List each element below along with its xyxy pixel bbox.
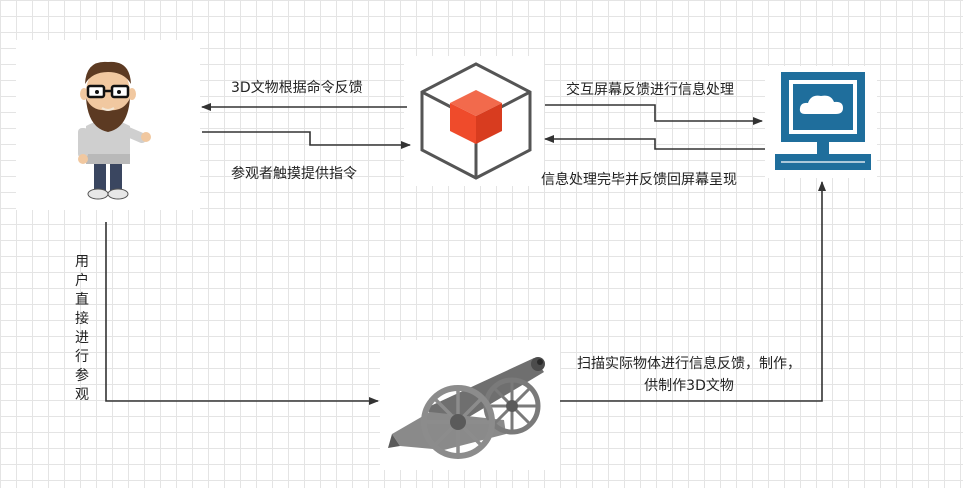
arrow-cube-to-monitor — [545, 104, 763, 125]
label-monitor-to-cube: 信息处理完毕并反馈回屏幕呈现 — [541, 172, 737, 188]
label-cannon-to-monitor: 扫描实际物体进行信息反馈，制作，供制作3D文物 — [577, 356, 801, 394]
label-cube-to-monitor: 交互屏幕反馈进行信息处理 — [566, 82, 734, 98]
label-cube-to-person: 3D文物根据命令反馈 — [231, 80, 363, 96]
cannon-image — [388, 357, 545, 459]
arrow-person-to-cannon — [105, 222, 379, 405]
arrow-person-to-cube — [202, 131, 411, 149]
person-character — [78, 61, 151, 200]
arrow-cannon-to-monitor — [560, 181, 826, 402]
label-person-to-cannon: 用户直接进行参观 — [75, 254, 89, 403]
monitor-icon — [775, 72, 871, 170]
arrow-monitor-to-cube — [544, 135, 765, 150]
cube-icon — [420, 62, 532, 180]
label-person-to-cube: 参观者触摸提供指令 — [231, 166, 357, 182]
